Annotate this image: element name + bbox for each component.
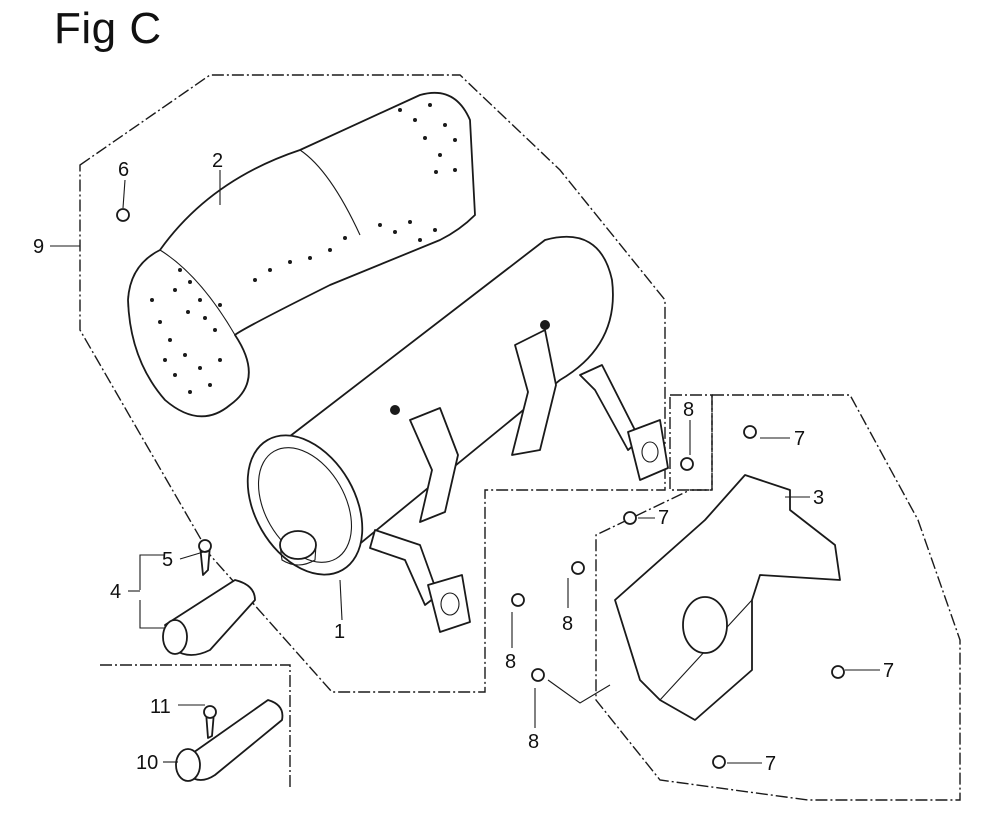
tail-pipe	[162, 539, 256, 656]
callout-8-bottom: 8	[528, 731, 539, 753]
callout-9: 9	[33, 236, 44, 258]
callout-8-left: 8	[505, 651, 516, 673]
callout-labels: 2 6 9 1 3 5 4 11 10 7 7 7 7 8 8 8 8	[33, 150, 894, 775]
callout-7-mid: 7	[658, 507, 669, 529]
callout-7-right: 7	[883, 660, 894, 682]
callout-6: 6	[118, 159, 129, 181]
fasteners	[116, 208, 845, 769]
callout-10: 10	[136, 752, 158, 774]
callout-8-center: 8	[562, 613, 573, 635]
spark-arrester	[175, 699, 284, 782]
leader-lines	[50, 170, 880, 764]
callout-2: 2	[212, 150, 223, 172]
outline-arrester-group	[100, 664, 291, 790]
muffler-bracket	[614, 474, 841, 721]
callout-7-bottom: 7	[765, 753, 776, 775]
callout-1: 1	[334, 621, 345, 643]
callout-8-upper: 8	[683, 399, 694, 421]
outline-bolt-group	[669, 394, 713, 491]
callout-4: 4	[110, 581, 121, 603]
callout-3: 3	[813, 487, 824, 509]
callout-5: 5	[162, 549, 173, 571]
heat-shield	[127, 91, 476, 418]
callout-7-top: 7	[794, 428, 805, 450]
figure-title: Fig C	[54, 4, 162, 53]
callout-11: 11	[150, 696, 171, 718]
group-outlines	[79, 74, 961, 801]
muffler-body	[246, 235, 669, 633]
outline-main-group	[79, 74, 666, 693]
